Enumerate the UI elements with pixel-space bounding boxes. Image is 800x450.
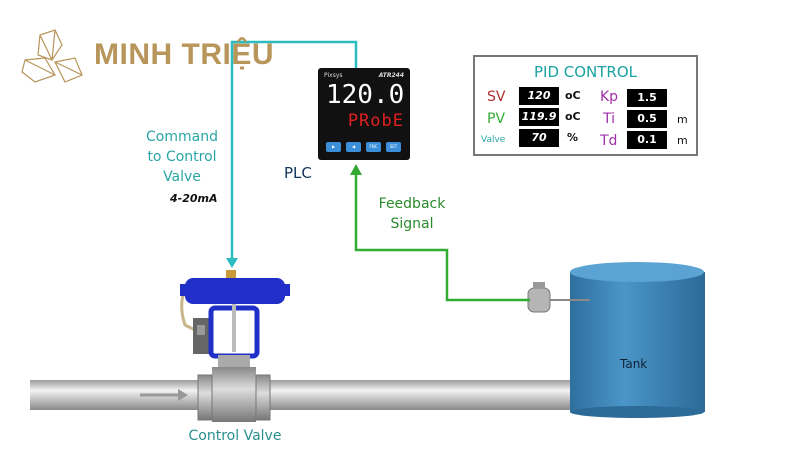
pv-value: 119.9 [519, 108, 559, 126]
td-label: Td [600, 133, 618, 149]
command-label: Command to Control Valve [130, 127, 234, 187]
ti-value: 0.5 [627, 110, 667, 128]
feedback-label-line: Signal [390, 216, 434, 232]
valve-label: Valve [481, 135, 506, 145]
kp-label: Kp [600, 89, 619, 105]
plc-display-top: 120.0 [326, 80, 405, 110]
valve-unit: % [567, 131, 579, 144]
flow-arrow-icon [178, 389, 188, 401]
sv-unit: oC [565, 89, 581, 102]
td-unit: m [677, 134, 688, 147]
plc-display-bottom: PRobE [347, 111, 404, 131]
command-label-line: to Control [147, 149, 217, 165]
signal-range-label: 4-20mA [170, 192, 218, 205]
plc-button-set[interactable]: SET [386, 142, 401, 152]
control-valve [180, 270, 290, 422]
command-label-line: Command [146, 129, 218, 145]
plc-controller: Pixsys ATR244 120.0 PRobE ▶ ◀ FNC SET [318, 68, 410, 160]
valve-value: 70 [519, 129, 559, 147]
pv-label: PV [487, 111, 506, 127]
plc-button-right[interactable]: ▶ [326, 142, 341, 152]
command-label-line: Valve [163, 169, 201, 185]
pipe [30, 380, 575, 410]
pid-control-panel: PID CONTROL SV 120 oC Kp 1.5 PV 119.9 oC… [473, 55, 698, 156]
ti-label: Ti [603, 111, 616, 127]
control-valve-label: Control Valve [188, 428, 282, 444]
feedback-label: Feedback Signal [360, 194, 464, 234]
kp-value: 1.5 [627, 89, 667, 107]
plc-brand: Pixsys [324, 72, 343, 79]
sv-value: 120 [519, 87, 559, 105]
tank [570, 262, 705, 418]
plc-label: PLC [284, 164, 312, 182]
logo-text: MINH TRIỆU [94, 38, 274, 71]
tank-label: Tank [620, 357, 648, 371]
feedback-label-line: Feedback [378, 196, 446, 212]
feedback-signal-line [354, 172, 530, 302]
crystal-logo-icon [21, 29, 83, 83]
sv-label: SV [487, 89, 506, 105]
plc-button-left[interactable]: ◀ [346, 142, 361, 152]
pv-unit: oC [565, 110, 581, 123]
td-value: 0.1 [627, 131, 667, 149]
plc-button-fnc[interactable]: FNC [366, 142, 381, 152]
ti-unit: m [677, 113, 688, 126]
pid-title: PID CONTROL [533, 63, 638, 81]
plc-model: ATR244 [378, 72, 404, 79]
command-signal-line [230, 40, 358, 262]
